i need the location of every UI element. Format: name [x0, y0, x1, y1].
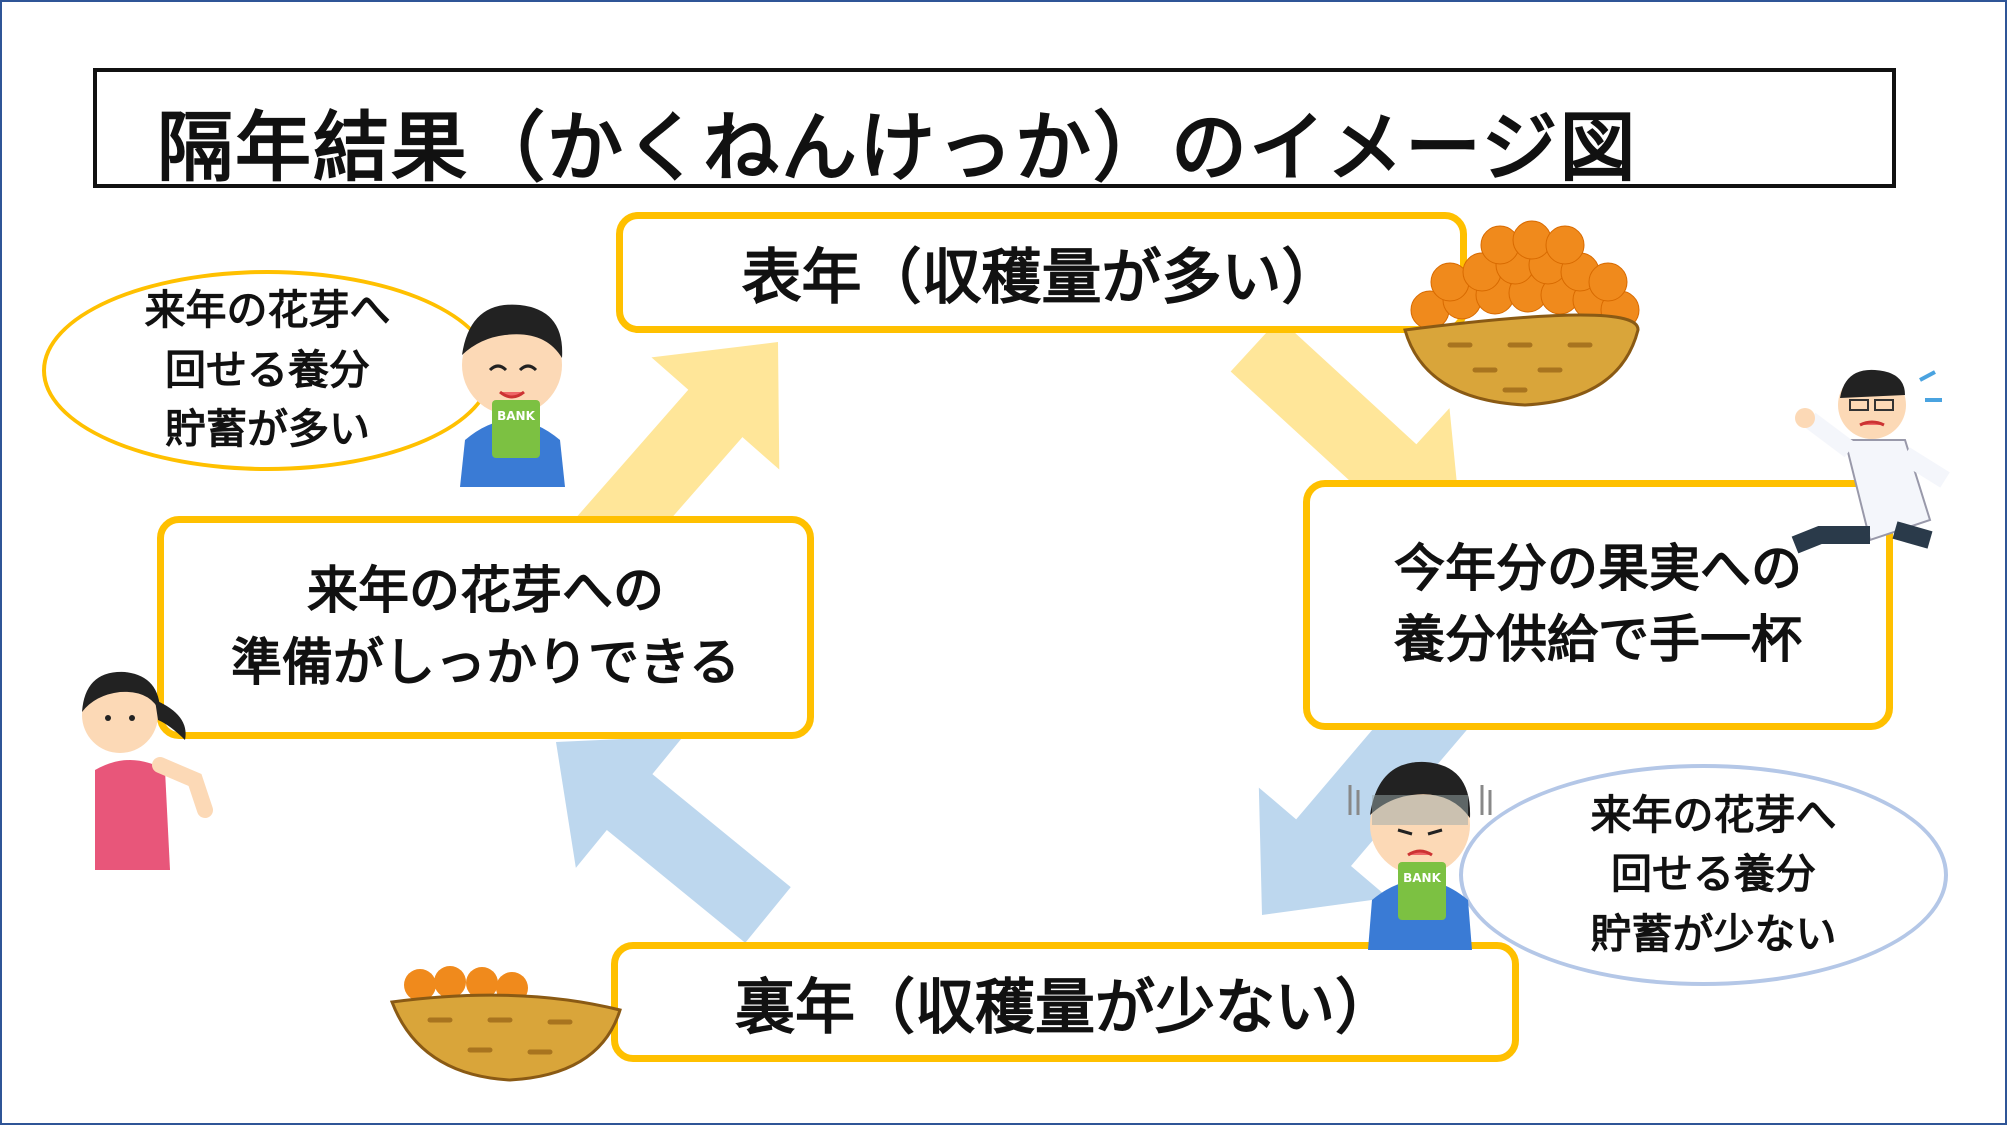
- bubble-line: 貯蓄が少ない: [1590, 909, 1837, 958]
- bubble-line: 貯蓄が多い: [165, 405, 370, 454]
- next-year-line2: 準備がしっかりできる: [231, 633, 740, 693]
- on-year-box: 表年（収穫量が多い）: [616, 212, 1467, 333]
- orange-fruit: [1512, 220, 1552, 260]
- full-orange-basket-illustration: [1403, 220, 1640, 407]
- bubble-few-savings: 来年の花芽へ 回せる養分 貯蓄が少ない: [1459, 764, 1948, 986]
- bank-label: BANK: [1403, 871, 1441, 885]
- this-year-line1: 今年分の果実への: [1393, 539, 1802, 599]
- on-year-label: 表年（収穫量が多い）: [741, 243, 1342, 313]
- bank-label: BANK: [497, 409, 535, 423]
- bubble-many-savings: 来年の花芽へ 回せる養分 貯蓄が多い: [42, 270, 493, 471]
- off-year-label: 裏年（収穫量が少ない）: [735, 972, 1395, 1043]
- arrow-up-left-blue: [556, 736, 791, 943]
- next-year-box: 来年の花芽への 準備がしっかりできる: [157, 516, 814, 739]
- arrow-down-left-blue: [1258, 676, 1473, 915]
- bubble-line: 来年の花芽へ: [1590, 790, 1837, 839]
- happy-boy-bankbook-illustration: BANK: [460, 304, 565, 487]
- few-orange-basket-illustration: [389, 966, 622, 1082]
- next-year-line1: 来年の花芽への: [306, 562, 664, 622]
- bubble-line: 回せる養分: [165, 345, 370, 394]
- running-doctor-illustration: [1791, 369, 1950, 554]
- stretching-woman-illustration: [82, 671, 213, 870]
- bubble-line: 回せる養分: [1611, 850, 1816, 899]
- this-year-line2: 養分供給で手一杯: [1393, 611, 1802, 670]
- orange-fruit: [1588, 262, 1628, 302]
- this-year-box: 今年分の果実への 養分供給で手一杯: [1303, 480, 1893, 730]
- orange-fruit: [1545, 225, 1585, 265]
- bubble-line: 来年の花芽へ: [144, 286, 391, 335]
- title-box: 隔年結果（かくねんけっか）のイメージ図: [93, 68, 1896, 192]
- worried-boy-bankbook-illustration: BANK: [1348, 761, 1492, 950]
- page-title: 隔年結果（かくねんけっか）のイメージ図: [157, 103, 1638, 192]
- arrow-up-right-yellow: [572, 342, 780, 569]
- off-year-box: 裏年（収穫量が少ない）: [611, 942, 1519, 1062]
